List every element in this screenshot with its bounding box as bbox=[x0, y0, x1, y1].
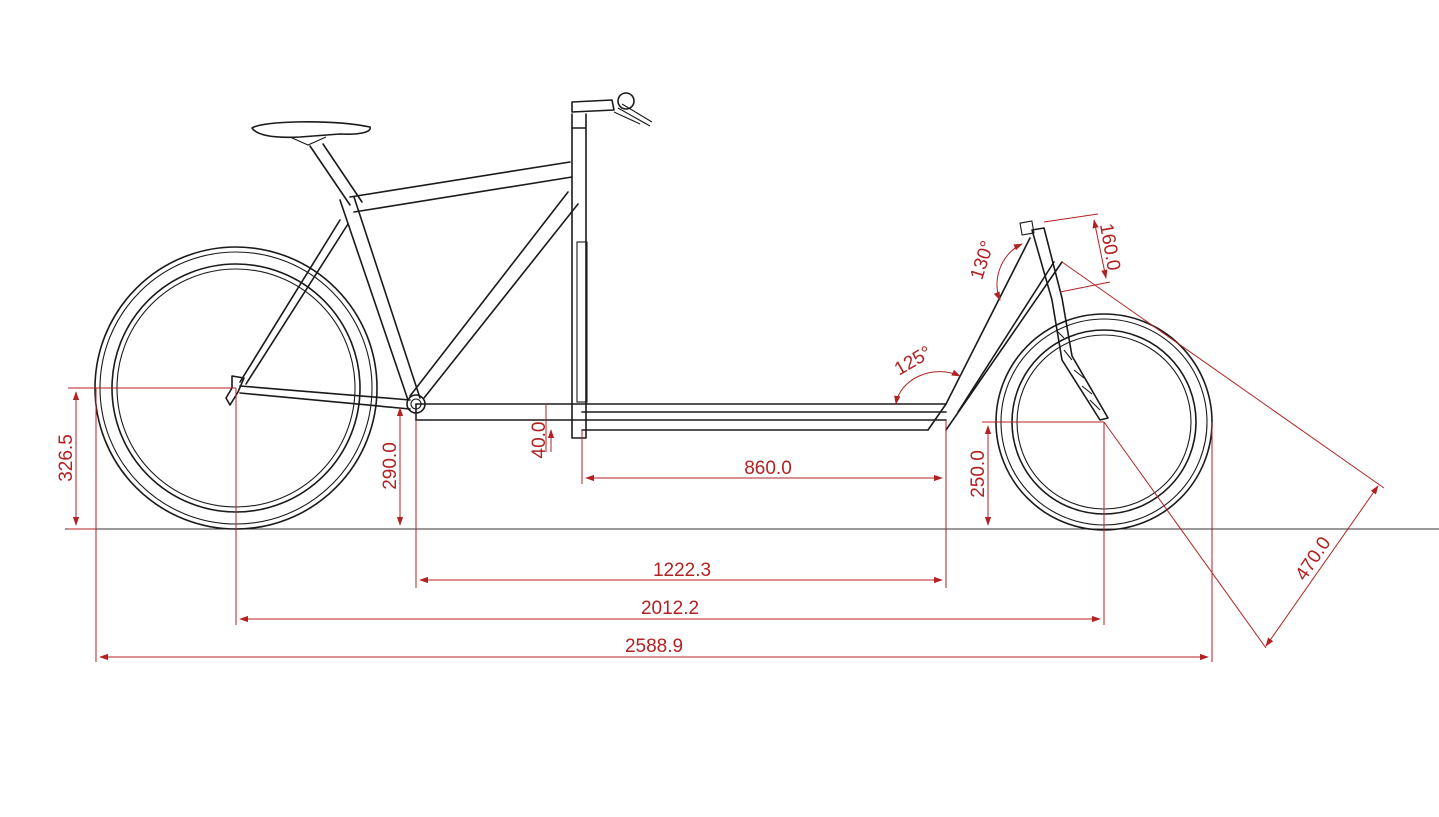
label-overall-length: 2588.9 bbox=[625, 636, 683, 657]
label-bottom-bracket-height: 290.0 bbox=[380, 442, 401, 490]
dimension-labels: 326.5 290.0 40.0 860.0 250.0 1222.3 2012… bbox=[56, 222, 1335, 657]
label-front-frame-height: 250.0 bbox=[968, 450, 989, 498]
label-rear-axle-height: 326.5 bbox=[56, 434, 77, 482]
dimension-lines bbox=[68, 213, 1385, 662]
label-cargo-frame-offset: 40.0 bbox=[529, 422, 550, 459]
label-wheelbase: 2012.2 bbox=[641, 598, 699, 619]
saddle bbox=[251, 121, 371, 206]
bike-outline bbox=[94, 92, 1213, 531]
label-front-angle: 125° bbox=[891, 342, 936, 380]
steering-column bbox=[571, 92, 653, 439]
label-headtube-length: 160.0 bbox=[1095, 222, 1124, 272]
label-fork-length: 470.0 bbox=[1291, 533, 1335, 584]
label-cargo-platform-length: 860.0 bbox=[744, 458, 792, 479]
label-head-angle: 130° bbox=[967, 238, 999, 282]
cargo-platform bbox=[415, 403, 947, 431]
label-bb-to-front-length: 1222.3 bbox=[653, 560, 711, 581]
